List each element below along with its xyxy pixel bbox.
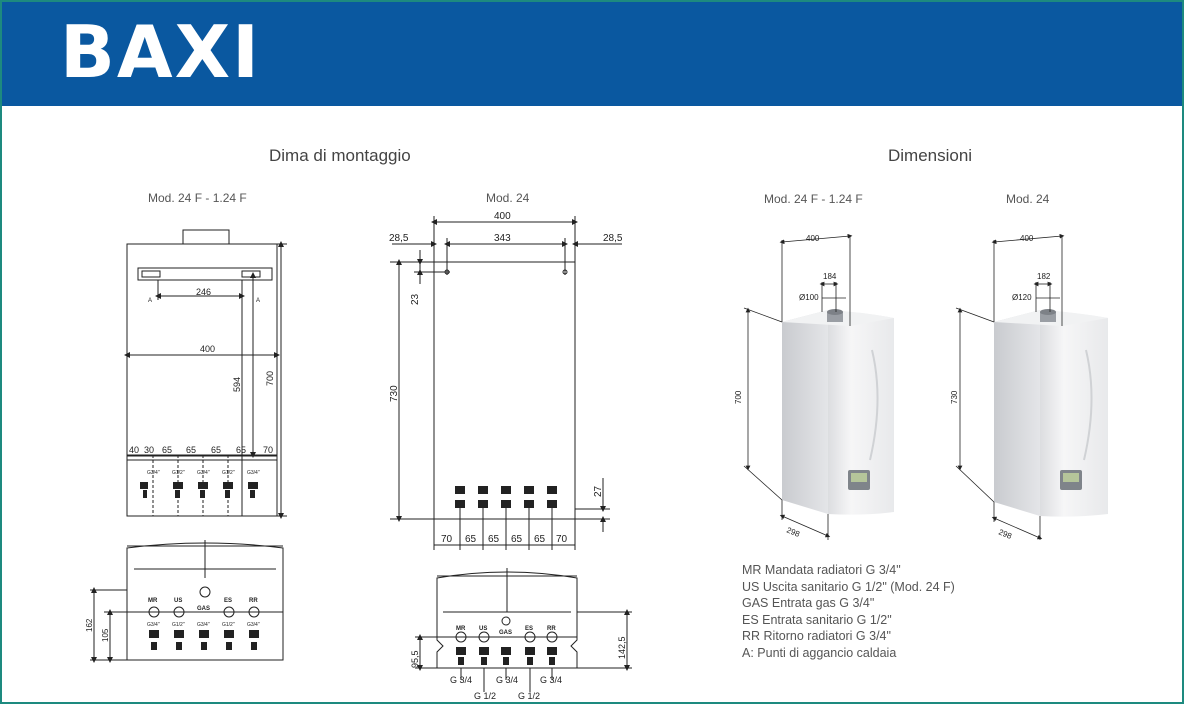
legend-item-gas: GAS Entrata gas G 3/4" [742,596,875,610]
bl-conn-3: G3/4" [197,622,210,628]
dim-28-left: 28,5 [389,233,409,244]
bl-conn-5: G3/4" [247,622,260,628]
model-label-boiler-left: Mod. 24 F - 1.24 F [764,192,863,206]
legend-item-es: ES Entrata sanitario G 1/2" [742,612,892,627]
br-bottom-4: G 1/2 [474,691,496,701]
dim-162: 162 [85,618,94,632]
dim-400-front: 400 [200,344,215,354]
boiler-right-dimensions [955,233,1065,540]
bl-dim-700: 700 [734,390,743,404]
front-conn-4: G1/2" [222,470,235,476]
dim-65d: 65 [236,445,246,455]
front-dim-labels: A A 246 400 594 700 40 30 65 65 65 65 70… [129,287,275,476]
bl-dim-184: 184 [823,272,837,281]
front-connection-fittings [140,482,258,498]
br-dim-400: 400 [1020,234,1034,243]
br-dim-182: 182 [1037,272,1051,281]
br-label-gas: GAS [499,630,512,636]
plan-sp-1: 70 [441,534,453,545]
mounting-title: Dima di montaggio [269,146,411,165]
dim-65b: 65 [186,445,196,455]
hook-label-right: A [256,298,260,304]
hook-label-left: A [148,298,152,304]
bottom-right-view [415,568,632,692]
brand-header: BAXI [2,2,1182,106]
dim-246: 246 [196,287,211,297]
plan-sp-5: 65 [534,534,546,545]
legend-item-hooks: A: Punti di aggancio caldaia [742,645,897,660]
dim-70: 70 [263,445,273,455]
plan-sp-6: 70 [556,534,568,545]
br-bottom-5: G 1/2 [518,691,540,701]
plan-mounting-drawing [390,216,622,550]
bl-label-mr: MR [148,598,158,604]
dim-594: 594 [232,377,242,392]
bottom-left-view [90,540,284,663]
dim-30: 30 [144,445,154,455]
br-label-us: US [479,626,487,632]
br-dim-730: 730 [950,390,959,404]
plan-sp-4: 65 [511,534,523,545]
dim-343: 343 [494,233,511,244]
bottom-left-fittings [149,630,259,650]
bl-conn-2: G1/2" [172,622,185,628]
boiler-illustration-right [994,309,1108,517]
plan-connection-fittings [455,486,557,508]
baxi-logo: BAXI [60,10,261,94]
front-mounting-drawing [124,229,287,519]
bl-label-rr: RR [249,598,258,604]
front-conn-3: G3/4" [197,470,210,476]
dim-400-plan: 400 [494,211,511,222]
br-bottom-2: G 3/4 [496,675,518,685]
bl-label-gas: GAS [197,606,210,612]
dim-27: 27 [593,485,604,497]
br-dim-298: 298 [997,528,1013,542]
dim-65c: 65 [211,445,221,455]
br-label-rr: RR [547,626,556,632]
model-label-plan: Mod. 24 [486,191,530,205]
dim-23: 23 [410,293,421,305]
bl-label-es: ES [224,598,232,604]
legend-item-mr: MR Mandata radiatori G 3/4" [742,563,901,577]
connection-legend: MR Mandata radiatori G 3/4" US Uscita sa… [742,562,955,661]
bl-dim-400: 400 [806,234,820,243]
dim-65a: 65 [162,445,172,455]
legend-item-us: US Uscita sanitario G 1/2" (Mod. 24 F) [742,579,955,594]
dim-95: 95,5 [410,650,420,668]
boiler-illustration-left [782,309,894,515]
bl-conn-4: G1/2" [222,622,235,628]
bottom-right-labels: MR US GAS ES RR 95,5 142,5 G 3/4 G 3/4 G… [410,626,627,701]
dim-105: 105 [101,628,110,642]
bl-dim-flue: Ø100 [799,293,819,302]
boiler-left-dimensions [743,233,853,540]
bottom-right-fittings [456,647,557,665]
br-bottom-1: G 3/4 [450,675,472,685]
bl-conn-1: G3/4" [147,622,160,628]
bl-dim-298: 298 [785,526,801,540]
legend-item-rr: RR Ritorno radiatori G 3/4" [742,629,891,643]
front-conn-1: G3/4" [147,470,160,476]
plan-sp-2: 65 [465,534,477,545]
br-label-es: ES [525,626,533,632]
bl-label-us: US [174,598,182,604]
plan-sp-3: 65 [488,534,500,545]
front-conn-2: G1/2" [172,470,185,476]
dim-40: 40 [129,445,139,455]
br-dim-flue: Ø120 [1012,293,1032,302]
dim-730-plan: 730 [389,385,400,402]
model-label-boiler-right: Mod. 24 [1006,192,1050,206]
dim-700-front: 700 [265,371,275,386]
plan-dim-labels: 400 343 28,5 28,5 23 730 27 70 65 65 65 … [389,211,623,545]
br-label-mr: MR [456,626,466,632]
dim-142: 142,5 [617,636,627,659]
dimensions-title: Dimensioni [888,146,973,165]
br-bottom-3: G 3/4 [540,675,562,685]
bottom-left-labels: MR US GAS ES RR G3/4" G1/2" G3/4" G1/2" … [85,598,260,642]
model-label-front: Mod. 24 F - 1.24 F [148,191,247,205]
front-conn-5: G3/4" [247,470,260,476]
dim-28-right: 28,5 [603,233,623,244]
